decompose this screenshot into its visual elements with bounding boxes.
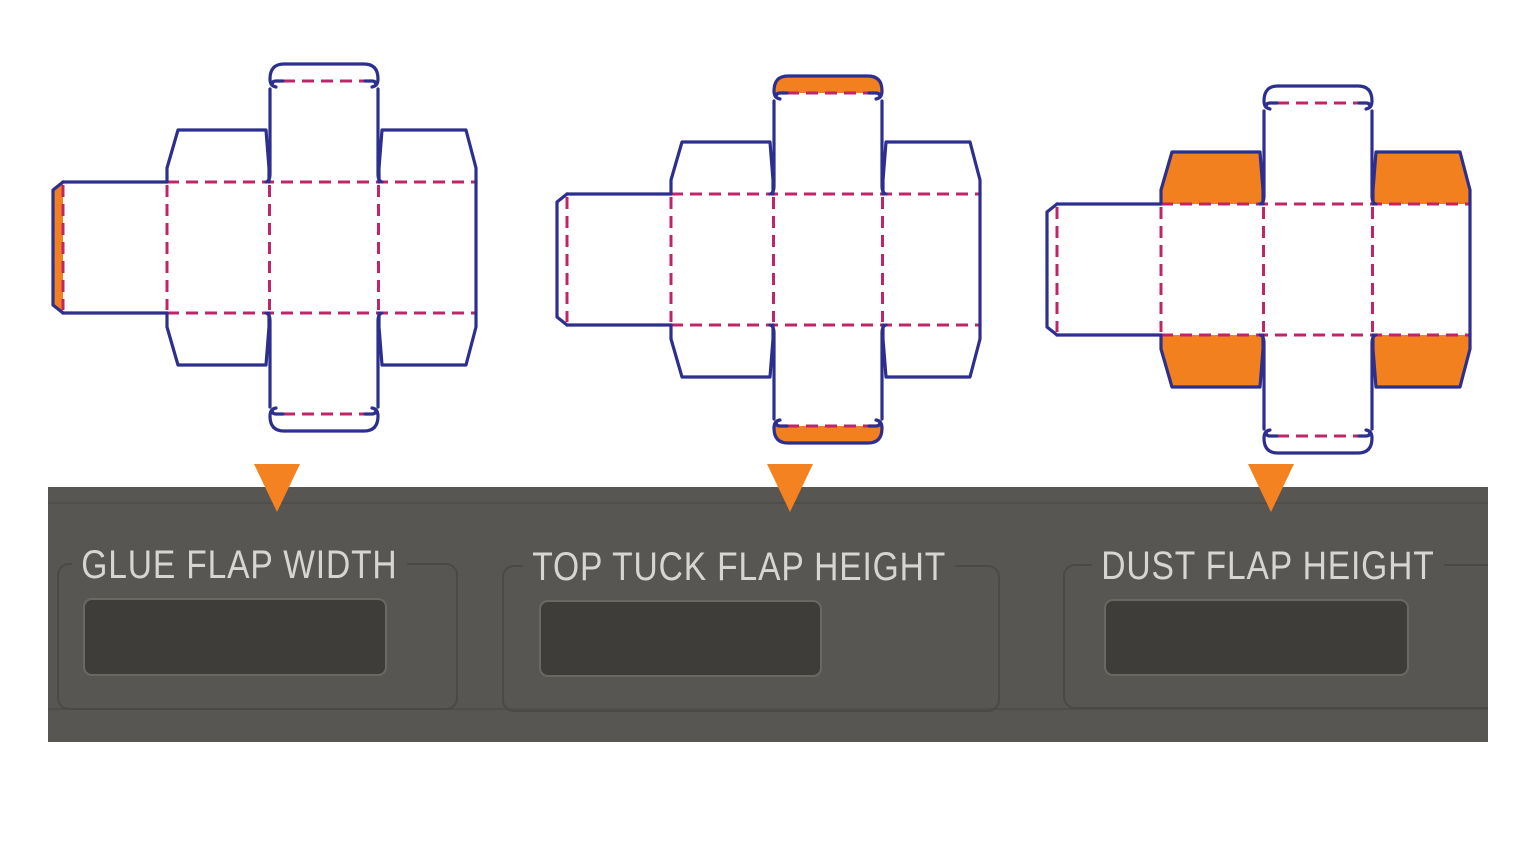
dieline-dust-flaps-highlighted [1045, 84, 1472, 455]
glue-flap-width-input[interactable] [83, 598, 387, 676]
dieline-glue-flap-highlighted [51, 62, 478, 433]
panel-seam-bottom [48, 708, 1488, 710]
arrow-down-icon [1248, 464, 1294, 512]
dust-flap-height-input[interactable] [1104, 599, 1409, 676]
top-tuck-flap-height-input[interactable] [539, 600, 822, 677]
dimension-input-panel: GLUE FLAP WIDTH TOP TUCK FLAP HEIGHT DUS… [48, 487, 1488, 742]
top-tuck-flap-height-label: TOP TUCK FLAP HEIGHT [523, 540, 956, 594]
field-group-top-tuck-flap-height: TOP TUCK FLAP HEIGHT [502, 540, 1000, 712]
field-group-glue-flap-width: GLUE FLAP WIDTH [57, 538, 458, 710]
field-group-dust-flap-height: DUST FLAP HEIGHT [1063, 539, 1488, 709]
arrow-down-icon [254, 464, 300, 512]
dust-flap-height-label: DUST FLAP HEIGHT [1092, 539, 1444, 593]
arrow-down-icon [767, 464, 813, 512]
dieline-top-tuck-flap-highlighted [555, 74, 982, 445]
glue-flap-width-label: GLUE FLAP WIDTH [72, 538, 407, 592]
